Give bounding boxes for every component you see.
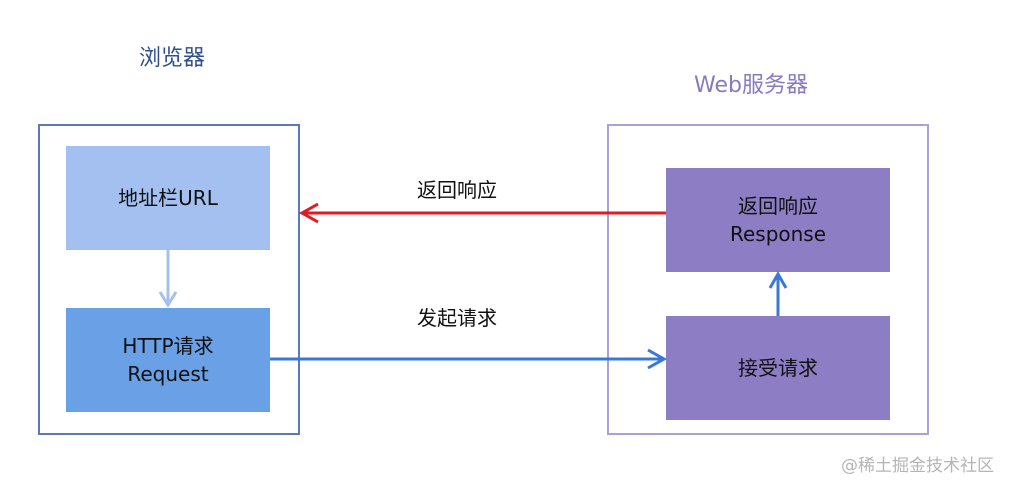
browser-title: 浏览器 (139, 46, 206, 71)
accept-request-label: 接受请求 (738, 356, 818, 380)
response-arrow (298, 202, 666, 224)
http-request-sublabel: Request (127, 362, 209, 386)
response-arrow-label: 返回响应 (417, 178, 497, 202)
response-box: 返回响应 Response (666, 168, 890, 272)
response-label: 返回响应 (738, 194, 818, 218)
address-bar-box: 地址栏URL (66, 146, 270, 250)
web-server-title: Web服务器 (694, 73, 808, 98)
address-bar-label: 地址栏URL (118, 186, 218, 210)
response-sublabel: Response (729, 222, 827, 246)
watermark: @稀土掘金技术社区 (841, 456, 994, 476)
http-request-box: HTTP请求 Request (66, 308, 270, 412)
url-to-request-arrow (158, 250, 178, 308)
web-server-container (607, 124, 929, 435)
http-request-label: HTTP请求 (122, 334, 214, 358)
accept-request-box: 接受请求 (666, 316, 890, 420)
request-arrow-label: 发起请求 (417, 306, 497, 330)
request-arrow (270, 348, 668, 370)
browser-container (38, 124, 300, 435)
accept-to-response-arrow (768, 270, 788, 316)
